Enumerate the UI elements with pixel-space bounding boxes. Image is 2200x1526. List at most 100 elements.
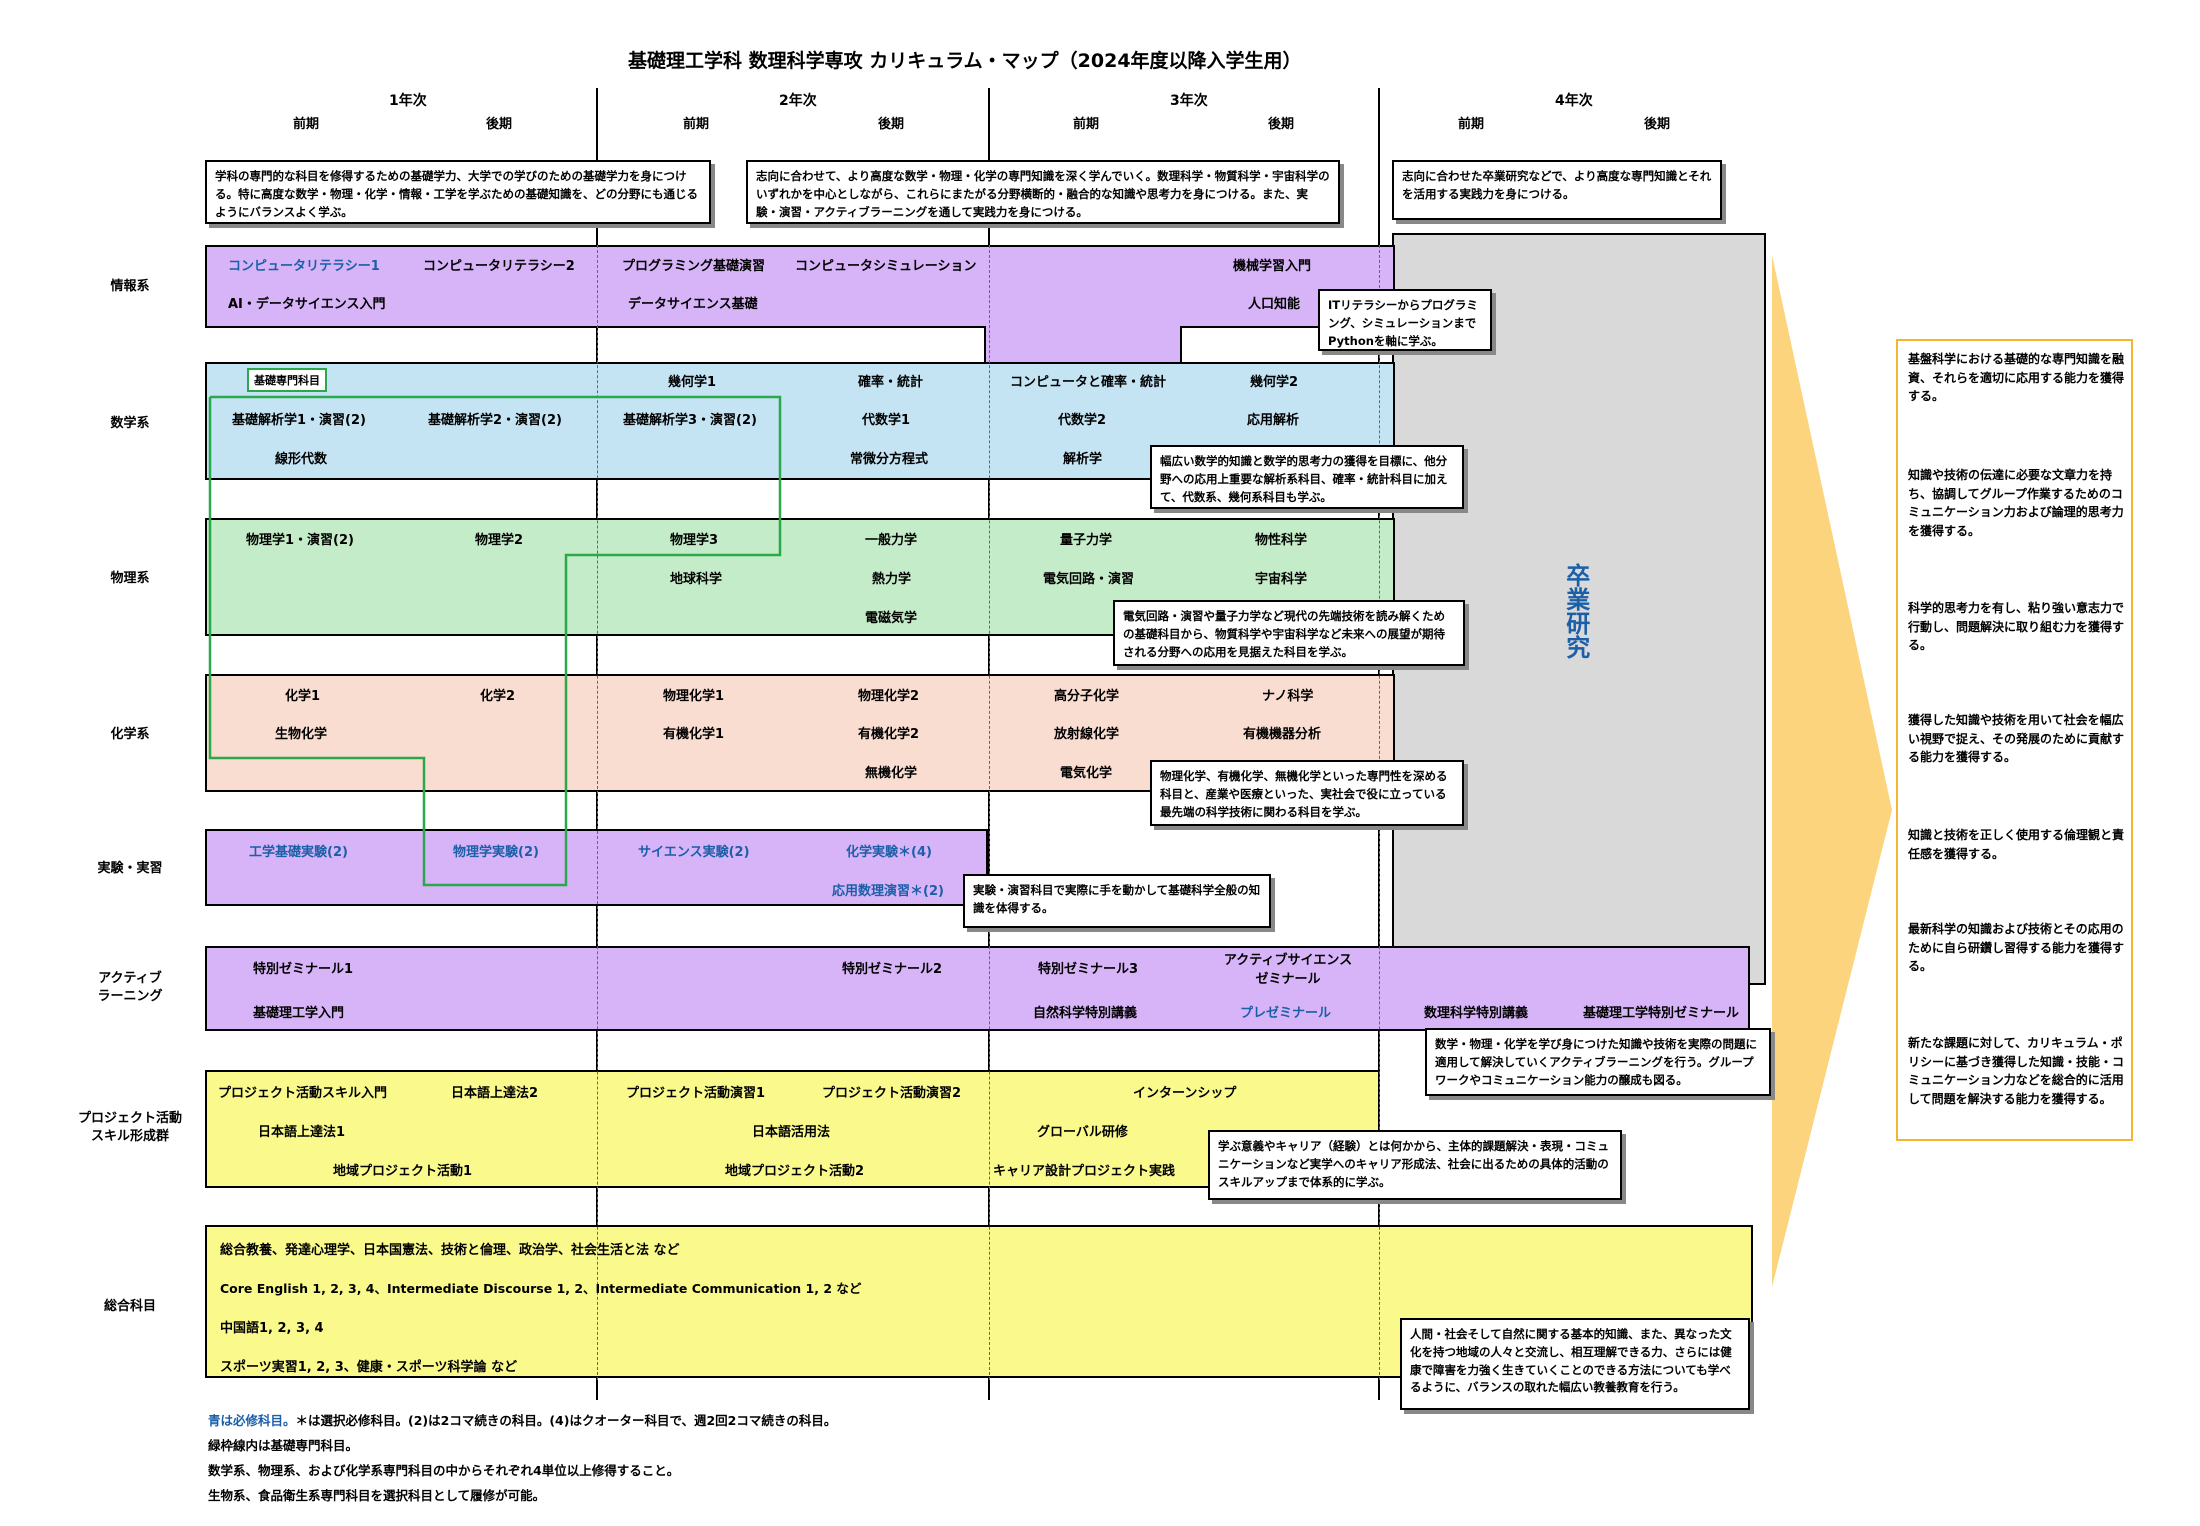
category-active: アクティブ ラーニング bbox=[97, 971, 163, 1004]
subject-computer-simulation: コンピュータシミュレーション bbox=[795, 259, 977, 274]
lab-band bbox=[205, 829, 988, 906]
subject-organic-analysis: 有機機器分析 bbox=[1243, 727, 1322, 742]
subject-phys-chem-1: 物理化学1 bbox=[663, 689, 725, 704]
subject-special-seminar-2: 特別ゼミナール2 bbox=[842, 962, 943, 977]
subject-analysis-3: 基礎解析学3・演習(2) bbox=[623, 413, 757, 428]
year-4-header: 4年次 bbox=[1555, 93, 1593, 109]
project-note: 学ぶ意義やキャリア（経験）とは何かから、主体的課題解決・表現・コミュニケーション… bbox=[1208, 1130, 1622, 1200]
footnote-required: 青は必修科目。 bbox=[208, 1413, 296, 1428]
subject-chemistry-1: 化学1 bbox=[285, 689, 321, 704]
outcome-arrow bbox=[1772, 255, 1892, 1287]
intro-year1: 学科の専門的な科目を修得するための基礎学力、大学での学びのための基礎学力を身につ… bbox=[205, 160, 711, 224]
category-project: プロジェクト活動 スキル形成群 bbox=[77, 1111, 182, 1144]
outcome-item: 新たな課題に対して、カリキュラム・ポリシーに基づき獲得した知識・技能・コミュニケ… bbox=[1908, 1036, 2125, 1106]
subject-special-seminar-3: 特別ゼミナール3 bbox=[1038, 962, 1139, 977]
subject-engineering-lab: 工学基礎実験(2) bbox=[249, 845, 348, 860]
subject-applied-math-exercise: 応用数理演習＊(2) bbox=[832, 884, 944, 899]
math-note: 幅広い数学的知識と数学的思考力の獲得を目標に、他分野への応用上重要な解析系科目、… bbox=[1150, 445, 1464, 509]
year-1-header: 1年次 bbox=[389, 93, 427, 109]
subject-earth-science: 地球科学 bbox=[670, 572, 723, 587]
term-y2-early: 前期 bbox=[683, 117, 710, 132]
subject-radiation: 放射線化学 bbox=[1054, 727, 1120, 742]
subject-physics-lab: 物理学実験(2) bbox=[453, 845, 539, 860]
subject-programming-basics: プログラミング基礎演習 bbox=[622, 259, 766, 274]
subject-applied-analysis: 応用解析 bbox=[1247, 413, 1300, 428]
subject-electrochem: 電気化学 bbox=[1060, 766, 1113, 781]
subject-chemistry-lab: 化学実験＊(4) bbox=[846, 845, 932, 860]
project-band bbox=[205, 1070, 1380, 1188]
dashed-divider bbox=[989, 245, 990, 1380]
year-3-header: 3年次 bbox=[1170, 93, 1208, 109]
thesis-label: 卒業研究 bbox=[1561, 563, 1590, 659]
term-y1-early: 前期 bbox=[293, 117, 320, 132]
subject-organic-2: 有機化学2 bbox=[858, 727, 920, 742]
subject-chemistry-2: 化学2 bbox=[480, 689, 516, 704]
core-subjects-outline bbox=[208, 395, 782, 887]
category-math: 数学系 bbox=[110, 416, 150, 431]
subject-japanese-2: 日本語上達法2 bbox=[451, 1086, 539, 1101]
subject-ode: 常微分方程式 bbox=[850, 452, 929, 467]
subject-regional-project-1: 地域プロジェクト活動1 bbox=[333, 1164, 473, 1179]
category-phys: 物理系 bbox=[110, 571, 150, 586]
outcome-item: 科学的思考力を有し、粘り強い意志力で行動し、問題解決に取り組む力を獲得する。 bbox=[1908, 601, 2125, 653]
subject-physics-1: 物理学1・演習(2) bbox=[246, 533, 354, 548]
subject-internship: インターンシップ bbox=[1133, 1086, 1237, 1101]
category-info: 情報系 bbox=[110, 279, 150, 294]
subject-em: 電磁気学 bbox=[865, 611, 918, 626]
subject-geometry-2: 幾何学2 bbox=[1250, 375, 1299, 390]
subject-computer-literacy-1: コンピュータリテラシー1 bbox=[228, 259, 380, 274]
intro-year4: 志向に合わせた卒業研究などで、より高度な専門知識とそれを活用する実践力を身につけ… bbox=[1392, 160, 1722, 220]
subject-circuits: 電気回路・演習 bbox=[1043, 572, 1135, 587]
subject-ai: 人口知能 bbox=[1248, 297, 1301, 312]
info-note: ITリテラシーからプログラミング、シミュレーションまでPythonを軸に学ぶ。 bbox=[1318, 289, 1492, 351]
subject-thermo: 熱力学 bbox=[872, 572, 912, 587]
subject-probability: 確率・統計 bbox=[858, 375, 924, 390]
lab-note: 実験・演習科目で実際に手を動かして基礎科学全般の知識を体得する。 bbox=[963, 874, 1271, 928]
footnote-1: 青は必修科目。＊は選択必修科目。(2)は2コマ続きの科目。(4)はクオーター科目… bbox=[208, 1413, 837, 1428]
subject-analysis-2: 基礎解析学2・演習(2) bbox=[428, 413, 562, 428]
term-y3-early: 前期 bbox=[1073, 117, 1100, 132]
intro-year23: 志向に合わせて、より高度な数学・物理・化学の専門知識を深く学んでいく。数理科学・… bbox=[746, 160, 1340, 224]
active-band bbox=[205, 946, 1750, 1031]
subject-analysis-1: 基礎解析学1・演習(2) bbox=[232, 413, 366, 428]
subject-project-exercise-1: プロジェクト活動演習1 bbox=[626, 1086, 766, 1101]
general-note: 人間・社会そして自然に関する基本的知識、また、異なった文化を持つ地域の人々と交流… bbox=[1400, 1318, 1750, 1410]
subject-active-science-seminar: アクティブサイエンス ゼミナール bbox=[1223, 953, 1353, 987]
footnote-3: 数学系、物理系、および化学系専門科目の中からそれぞれ4単位以上修得すること。 bbox=[208, 1463, 680, 1478]
subject-biochem: 生物化学 bbox=[275, 727, 328, 742]
subject-physics-2: 物理学2 bbox=[475, 533, 524, 548]
subject-intro-basic-science: 基礎理工学入門 bbox=[253, 1006, 345, 1021]
subject-global-training: グローバル研修 bbox=[1037, 1125, 1128, 1140]
dashed-divider bbox=[597, 245, 598, 1380]
subject-computer-probability: コンピュータと確率・統計 bbox=[1010, 375, 1167, 390]
subject-solid-state: 物性科学 bbox=[1255, 533, 1308, 548]
general-line-2: Core English 1, 2, 3, 4、Intermediate Dis… bbox=[220, 1281, 862, 1296]
subject-phys-chem-2: 物理化学2 bbox=[858, 689, 920, 704]
subject-science-lab: サイエンス実験(2) bbox=[638, 845, 750, 860]
subject-algebra-2: 代数学2 bbox=[1058, 413, 1107, 428]
outcome-item: 最新科学の知識および技術とその応用のために自ら研鑽し習得する能力を獲得する。 bbox=[1908, 922, 2125, 974]
term-y2-late: 後期 bbox=[878, 117, 905, 132]
subject-special-seminar-1: 特別ゼミナール1 bbox=[253, 962, 354, 977]
learning-outcomes-box bbox=[1896, 339, 2133, 1141]
outcome-item: 知識や技術の伝達に必要な文章力を持ち、協調してグループ作業するためのコミュニケー… bbox=[1908, 468, 2124, 538]
subject-project-skill-intro: プロジェクト活動スキル入門 bbox=[218, 1086, 388, 1101]
outcome-item: 知識と技術を正しく使用する倫理観と責任感を獲得する。 bbox=[1908, 828, 2125, 861]
subject-basic-science-seminar: 基礎理工学特別ゼミナール bbox=[1583, 1006, 1740, 1021]
term-y3-late: 後期 bbox=[1268, 117, 1295, 132]
subject-project-exercise-2: プロジェクト活動演習2 bbox=[822, 1086, 962, 1101]
chem-note: 物理化学、有機化学、無機化学といった専門性を深める科目と、産業や医療といった、実… bbox=[1150, 760, 1464, 826]
subject-natural-science-lecture: 自然科学特別講義 bbox=[1033, 1006, 1138, 1021]
active-note: 数学・物理・化学を学び身につけた知識や技術を実際の問題に適用して解決していくアク… bbox=[1425, 1028, 1771, 1096]
general-line-1: 総合教養、発達心理学、日本国憲法、技術と倫理、政治学、社会生活と法 など bbox=[220, 1243, 680, 1258]
subject-career-project: キャリア設計プロジェクト実践 bbox=[993, 1164, 1176, 1179]
core-subjects-tag: 基礎専門科目 bbox=[247, 368, 327, 392]
subject-polymer: 高分子化学 bbox=[1054, 689, 1120, 704]
outcome-item: 基盤科学における基礎的な専門知識を融資、それらを適切に応用する能力を獲得する。 bbox=[1908, 352, 2125, 404]
term-y1-late: 後期 bbox=[486, 117, 513, 132]
page-title: 基礎理工学科 数理科学専攻 カリキュラム・マップ（2024年度以降入学生用） bbox=[628, 50, 1302, 72]
phys-note: 電気回路・演習や量子力学など現代の先端技術を読み解くための基礎科目から、物質科学… bbox=[1113, 600, 1465, 666]
subject-organic-1: 有機化学1 bbox=[663, 727, 725, 742]
subject-regional-project-2: 地域プロジェクト活動2 bbox=[725, 1164, 865, 1179]
year-2-header: 2年次 bbox=[779, 93, 817, 109]
